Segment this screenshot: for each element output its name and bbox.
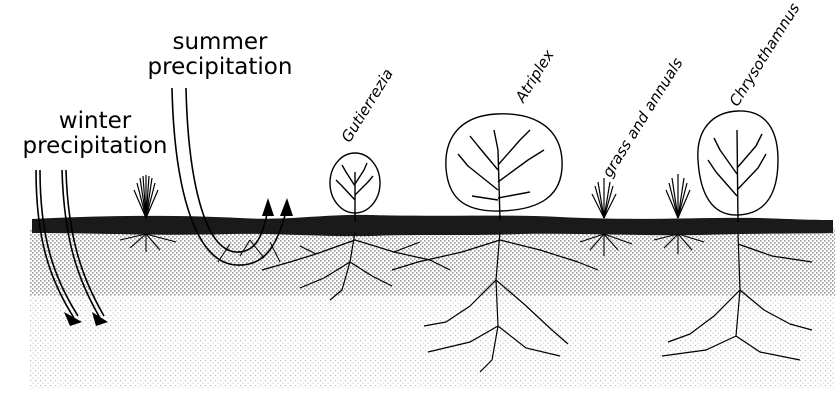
summer-label-line1: summer	[140, 31, 300, 54]
soil-upper-layer	[30, 228, 835, 298]
grass-tuft-2	[592, 178, 616, 218]
winter-precipitation-label: winter precipitation	[20, 110, 170, 158]
grass-tuft-1	[134, 175, 158, 218]
summer-label-line2: precipitation	[140, 56, 300, 79]
summer-precipitation-label: summer precipitation	[140, 31, 300, 79]
summer-arrowhead-2	[280, 198, 293, 216]
soil-lower-layer	[30, 296, 835, 388]
summer-arrowhead-1	[262, 198, 274, 216]
winter-label-line1: winter	[20, 110, 170, 133]
soil-surface-band	[32, 215, 833, 236]
winter-label-line2: precipitation	[20, 135, 170, 158]
grass-tuft-3	[666, 174, 690, 218]
